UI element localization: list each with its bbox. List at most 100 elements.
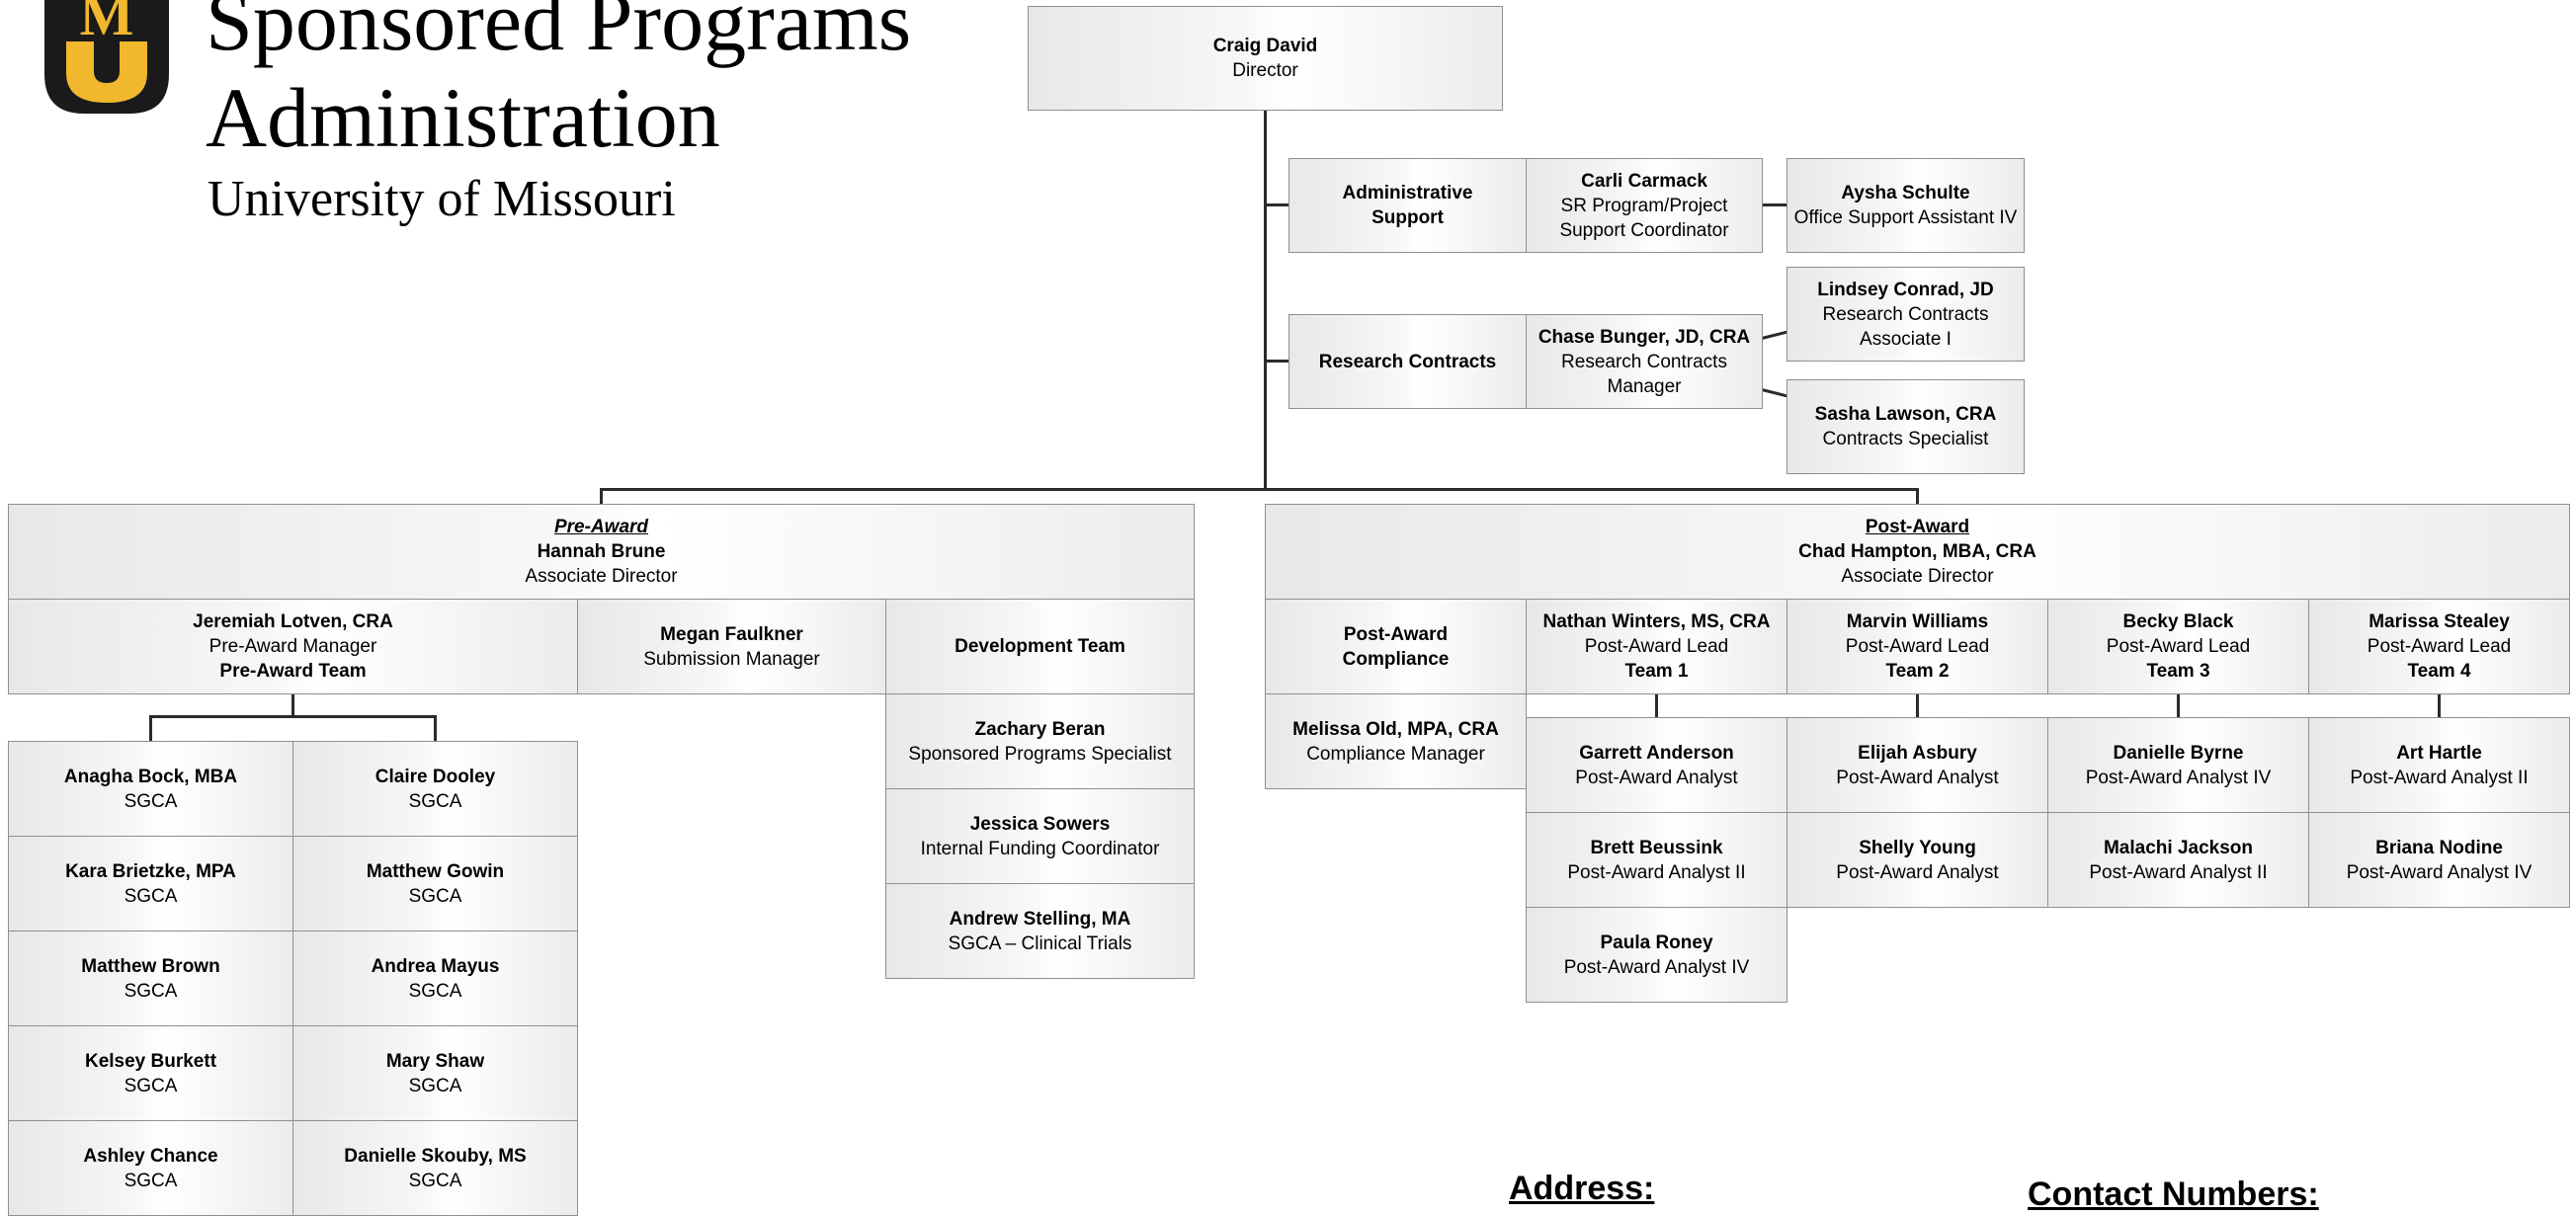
dev-team-member: Zachary Beran Sponsored Programs Special…	[885, 693, 1195, 789]
connector	[2177, 693, 2180, 717]
section-heading: Pre-Award	[553, 517, 649, 537]
post-award-lead: Nathan Winters, MS, CRA Post-Award Lead …	[1526, 599, 1787, 694]
person-title: Post-Award Analyst II	[1567, 861, 1746, 883]
admin-support-label: Administrative Support	[1288, 158, 1527, 253]
person-name: Jeremiah Lotven, CRA	[193, 611, 393, 632]
address-heading: Address:	[1509, 1170, 1655, 1207]
director-name: Craig David	[1212, 36, 1318, 56]
connector	[1264, 360, 1288, 363]
person-title: Post-Award Analyst	[1575, 767, 1738, 788]
pre-award-team-member: Mary Shaw SGCA	[292, 1025, 578, 1121]
person-name: Garrett Anderson	[1579, 742, 1734, 764]
person-title: SGCA	[408, 790, 462, 812]
connector	[1761, 388, 1787, 398]
person-title: SGCA	[124, 980, 178, 1002]
team-name: Team 4	[2407, 661, 2471, 682]
post-award-compliance-label: Post-Award Compliance	[1265, 599, 1527, 694]
connector	[1264, 203, 1288, 206]
person-name: Megan Faulkner	[660, 623, 803, 645]
team-name: Pre-Award Team	[219, 661, 367, 682]
post-award-analyst: Garrett Anderson Post-Award Analyst	[1526, 717, 1787, 813]
research-contracts-lead: Chase Bunger, JD, CRA Research Contracts…	[1526, 314, 1763, 409]
person-title: SGCA – Clinical Trials	[948, 932, 1132, 954]
person-title: SGCA	[124, 1170, 178, 1191]
person-name: Matthew Brown	[81, 955, 220, 977]
connector	[1761, 330, 1787, 340]
dev-team-member: Andrew Stelling, MA SGCA – Clinical Tria…	[885, 883, 1195, 979]
post-award-analyst: Elijah Asbury Post-Award Analyst	[1787, 717, 2048, 813]
connector	[1264, 111, 1267, 490]
submission-manager: Megan Faulkner Submission Manager	[577, 599, 886, 694]
person-name: Carli Carmack	[1581, 170, 1707, 192]
person-name: Briana Nodine	[2375, 837, 2503, 858]
person-name: Marvin Williams	[1846, 611, 1989, 632]
person-name: Anagha Bock, MBA	[63, 766, 238, 787]
person-name: Elijah Asbury	[1858, 742, 1977, 764]
post-award-analyst: Malachi Jackson Post-Award Analyst II	[2047, 812, 2309, 908]
director-title: Director	[1232, 60, 1298, 81]
person-title: Post-Award Lead	[1584, 636, 1729, 657]
post-award-lead: Marvin Williams Post-Award Lead Team 2	[1787, 599, 2048, 694]
post-award-lead: Becky Black Post-Award Lead Team 3	[2047, 599, 2309, 694]
person-name: Hannah Brune	[537, 541, 666, 562]
person-title: Sponsored Programs Specialist	[908, 743, 1172, 765]
pre-award-team-member: Claire Dooley SGCA	[292, 741, 578, 837]
person-title: Post-Award Analyst IV	[2085, 767, 2272, 788]
person-name: Danielle Skouby, MS	[344, 1145, 527, 1167]
pre-award-manager: Jeremiah Lotven, CRA Pre-Award Manager P…	[8, 599, 578, 694]
svg-text:M: M	[80, 0, 134, 47]
person-title: Associate Director	[525, 566, 678, 587]
person-title: SGCA	[408, 1170, 462, 1191]
person-title: Post-Award Analyst	[1836, 767, 1999, 788]
person-name: Lindsey Conrad, JD	[1817, 279, 1994, 300]
person-name: Matthew Gowin	[366, 860, 505, 882]
person-title: Post-Award Analyst II	[2089, 861, 2268, 883]
header-title-line1: Sponsored Programs	[206, 0, 912, 68]
person-title: Post-Award Lead	[2367, 636, 2512, 657]
person-name: Ashley Chance	[83, 1145, 218, 1167]
person-name: Danielle Byrne	[2113, 742, 2244, 764]
section-heading: Post-Award	[1865, 517, 1970, 537]
research-contracts-staff: Sasha Lawson, CRA Contracts Specialist	[1787, 379, 2025, 474]
person-name: Art Hartle	[2396, 742, 2482, 764]
person-name: Becky Black	[2122, 611, 2234, 632]
person-title: SGCA	[124, 885, 178, 907]
post-award-analyst: Shelly Young Post-Award Analyst	[1787, 812, 2048, 908]
pre-award-team-member: Ashley Chance SGCA	[8, 1120, 293, 1216]
director-box: Craig David Director	[1028, 6, 1503, 111]
person-title: Research Contracts Manager	[1561, 351, 1727, 397]
admin-support-staff: Aysha Schulte Office Support Assistant I…	[1787, 158, 2025, 253]
connector	[1762, 203, 1787, 206]
pre-award-team-member: Matthew Gowin SGCA	[292, 836, 578, 932]
person-title: Research Contracts Associate I	[1822, 303, 1989, 350]
person-name: Andrea Mayus	[371, 955, 500, 977]
connector	[1655, 693, 1658, 717]
post-award-analyst: Paula Roney Post-Award Analyst IV	[1526, 907, 1787, 1003]
person-name: Marissa Stealey	[2368, 611, 2510, 632]
connector	[600, 488, 603, 505]
research-contracts-staff: Lindsey Conrad, JD Research Contracts As…	[1787, 267, 2025, 362]
person-title: Post-Award Lead	[2106, 636, 2251, 657]
person-name: Brett Beussink	[1590, 837, 1723, 858]
contact-numbers-heading: Contact Numbers:	[2028, 1175, 2319, 1213]
person-title: Associate Director	[1841, 566, 1994, 587]
connector	[149, 715, 152, 742]
person-title: Post-Award Analyst IV	[2346, 861, 2533, 883]
header-title-line2: Administration	[206, 70, 720, 165]
header-subtitle: University of Missouri	[208, 171, 676, 227]
connector	[291, 693, 294, 717]
person-name: Sasha Lawson, CRA	[1814, 404, 1997, 425]
dev-team-member: Jessica Sowers Internal Funding Coordina…	[885, 788, 1195, 884]
post-award-analyst: Danielle Byrne Post-Award Analyst IV	[2047, 717, 2309, 813]
person-name: Shelly Young	[1859, 837, 1976, 858]
person-name: Chad Hampton, MBA, CRA	[1798, 541, 2036, 562]
person-name: Zachary Beran	[974, 718, 1106, 740]
person-title: Compliance Manager	[1306, 743, 1485, 765]
person-title: Post-Award Analyst	[1836, 861, 1999, 883]
person-name: Paula Roney	[1600, 932, 1713, 953]
connector	[1916, 693, 1919, 717]
post-award-analyst: Art Hartle Post-Award Analyst II	[2308, 717, 2570, 813]
person-title: Post-Award Analyst IV	[1563, 956, 1750, 978]
person-title: Office Support Assistant IV	[1793, 207, 2018, 228]
pre-award-team-member: Kara Brietzke, MPA SGCA	[8, 836, 293, 932]
